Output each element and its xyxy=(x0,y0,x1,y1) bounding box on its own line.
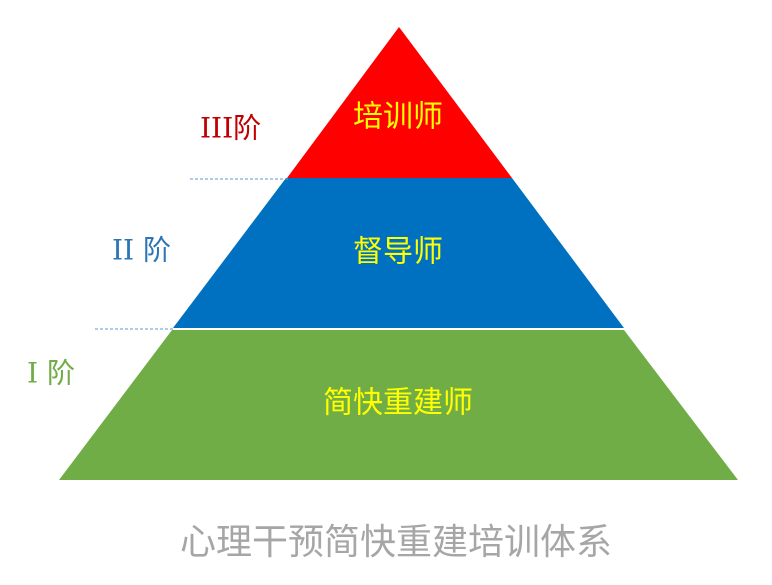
level-label-middle: II 阶 xyxy=(112,234,171,267)
level-label-top: III阶 xyxy=(200,112,261,145)
tier-name-bottom: 简快重建师 xyxy=(323,386,473,421)
pyramid-tier-top xyxy=(287,27,512,178)
tier-name-middle: 督导师 xyxy=(353,235,443,270)
level-label-bottom: I 阶 xyxy=(27,357,75,390)
pyramid-tier-bottom xyxy=(59,330,738,480)
tier-name-top: 培训师 xyxy=(353,100,443,135)
diagram-caption: 心理干预简快重建培训体系 xyxy=(180,522,612,563)
pyramid-tier-middle xyxy=(173,178,624,328)
